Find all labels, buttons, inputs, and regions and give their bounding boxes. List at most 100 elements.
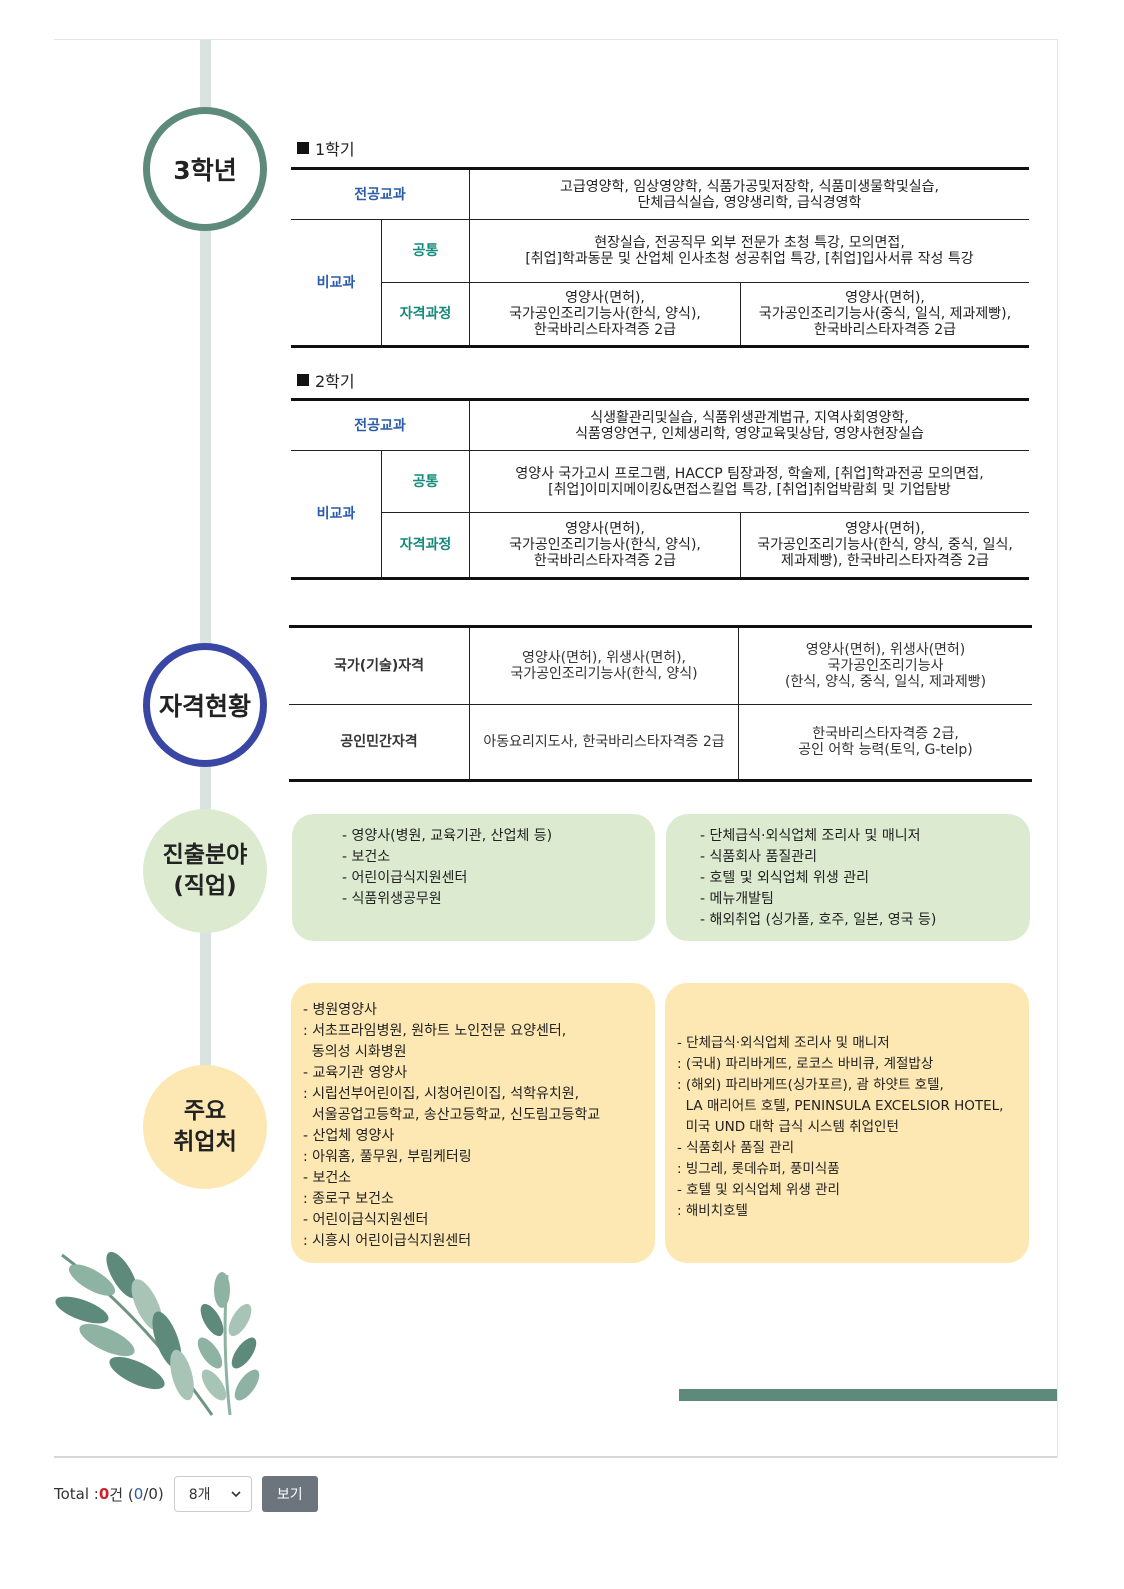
nonsubject-label: 비교과: [291, 450, 382, 580]
page-total: 0: [148, 1485, 158, 1503]
major-courses: 고급영양학, 임상영양학, 식품가공및저장학, 식품미생물학및실습,단체급식실습…: [469, 167, 1029, 220]
major-label: 전공교과: [291, 398, 470, 451]
timeline-line: [200, 40, 211, 1080]
table-row: 공인민간자격 아동요리지도사, 한국바리스타자격증 2급 한국바리스타자격증 2…: [289, 704, 1032, 782]
list-item: 동의성 시화병원: [303, 1044, 407, 1060]
qual-line: 국가공인조리기능사(한식, 양식): [510, 666, 698, 682]
cert-line: 국가공인조리기능사(한식, 양식, 중식, 일식,: [757, 537, 1013, 553]
major-label: 전공교과: [291, 167, 470, 220]
list-item: : (해외) 파리바게뜨(싱가포르), 괌 하얏트 호텔,: [677, 1077, 944, 1093]
common-label: 공통: [381, 219, 470, 283]
page-close: ): [157, 1485, 164, 1503]
major-courses-line: 식생활관리및실습, 식품위생관계법규, 지역사회영양학,: [590, 409, 909, 426]
cert-line: 한국바리스타자격증 2급: [813, 322, 957, 338]
semester2-label: 2학기: [315, 372, 355, 391]
list-item: - 호텔 및 외식업체 위생 관리: [700, 870, 869, 886]
table-row: 국가(기술)자격 영양사(면허), 위생사(면허),국가공인조리기능사(한식, …: [289, 625, 1032, 705]
career-box-left: - 영양사(병원, 교육기관, 산업체 등) - 보건소 - 어린이급식지원센터…: [292, 814, 655, 941]
cert-line: 영양사(면허),: [845, 290, 925, 306]
major-courses-line: 식품영양연구, 인체생리학, 영양교육및상담, 영양사현장실습: [575, 425, 924, 442]
table-row: 비교과 공통 현장실습, 전공직무 외부 전문가 초청 특강, 모의면접,[취업…: [291, 219, 1029, 348]
list-item: - 해외취업 (싱가폴, 호주, 일본, 영국 등): [700, 912, 937, 928]
national-label: 국가(기술)자격: [289, 625, 470, 705]
career-box-right: - 단체급식·외식업체 조리사 및 매니저 - 식품회사 품질관리 - 호텔 및…: [666, 814, 1030, 941]
cert-left: 영양사(면허),국가공인조리기능사(한식, 양식),한국바리스타자격증 2급: [469, 282, 741, 348]
cert-line: 제과제빵), 한국바리스타자격증 2급: [780, 553, 990, 569]
table-row: 자격과정 영양사(면허),국가공인조리기능사(한식, 양식),한국바리스타자격증…: [291, 282, 1029, 348]
common-line: 영양사 국가고시 프로그램, HACCP 팀장과정, 학술제, [취업]학과전공…: [515, 465, 984, 482]
cert-line: 국가공인조리기능사(중식, 일식, 제과제빵),: [758, 306, 1012, 322]
list-item: : 해비치호텔: [677, 1203, 748, 1219]
employer-box-left: - 병원영양사 : 서초프라임병원, 원하트 노인전문 요양센터, 동의성 시화…: [291, 983, 655, 1263]
qual-line: 영양사(면허), 위생사(면허): [805, 642, 966, 658]
cert-line: 한국바리스타자격증 2급: [533, 553, 677, 569]
private-label: 공인민간자격: [289, 704, 470, 782]
list-item: - 어린이급식지원센터: [303, 1212, 429, 1228]
semester2-table: 전공교과 식생활관리및실습, 식품위생관계법규, 지역사회영양학,식품영양연구,…: [291, 398, 1029, 580]
list-item: : (국내) 파리바게뜨, 로코스 바비큐, 계절밥상: [677, 1056, 934, 1072]
year3-label: 3학년: [173, 156, 237, 185]
page-current: 0: [133, 1485, 144, 1503]
list-item: LA 매리어트 호텔, PENINSULA EXCELSIOR HOTEL,: [677, 1098, 1004, 1114]
cert-line: 영양사(면허),: [565, 290, 645, 306]
list-item: - 메뉴개발팀: [700, 891, 774, 907]
common-line: 현장실습, 전공직무 외부 전문가 초청 특강, 모의면접,: [594, 235, 905, 251]
semester1-table: 전공교과 고급영양학, 임상영양학, 식품가공및저장학, 식품미생물학및실습,단…: [291, 167, 1029, 348]
nonsubject-label: 비교과: [291, 219, 382, 348]
list-item: - 영양사(병원, 교육기관, 산업체 등): [342, 828, 553, 844]
cert-label: 자격과정: [381, 512, 470, 580]
page-sep: /: [143, 1485, 149, 1503]
qualification-circle: 자격현황: [143, 643, 267, 767]
list-item: - 식품위생공무원: [342, 891, 442, 907]
list-item: : 아워홈, 풀무원, 부림케터링: [303, 1149, 472, 1165]
table-row: 비교과 공통 영양사 국가고시 프로그램, HACCP 팀장과정, 학술제, […: [291, 450, 1029, 580]
semester2-heading: 2학기: [297, 368, 355, 392]
total-count: 0: [98, 1485, 110, 1503]
list-item: : 빙그레, 롯데슈퍼, 풍미식품: [677, 1161, 840, 1177]
common-courses: 영양사 국가고시 프로그램, HACCP 팀장과정, 학술제, [취업]학과전공…: [469, 450, 1029, 513]
common-line: [취업]이미지메이킹&면접스킬업 특강, [취업]취업박람회 및 기업탐방: [548, 481, 951, 498]
list-item: : 시립선부어린이집, 시청어린이집, 석학유치원,: [303, 1086, 580, 1102]
cert-line: 국가공인조리기능사(한식, 양식),: [509, 306, 701, 322]
qual-line: (한식, 양식, 중식, 일식, 제과제빵): [784, 674, 987, 690]
cert-label: 자격과정: [381, 282, 470, 348]
employer-box-right: - 단체급식·외식업체 조리사 및 매니저 : (국내) 파리바게뜨, 로코스 …: [665, 983, 1029, 1263]
green-accent-bar: [679, 1389, 1057, 1401]
common-line: [취업]학과동문 및 산업체 인사초청 성공취업 특강, [취업]입사서류 작성…: [525, 251, 974, 267]
total-unit: 건 (: [109, 1485, 134, 1504]
qual-line: 공인 어학 능력(토익, G-telp): [798, 742, 973, 758]
table-row: 전공교과 식생활관리및실습, 식품위생관계법규, 지역사회영양학,식품영양연구,…: [291, 398, 1029, 451]
list-item: - 산업체 영양사: [303, 1128, 395, 1144]
qualification-table: 국가(기술)자격 영양사(면허), 위생사(면허),국가공인조리기능사(한식, …: [289, 625, 1032, 782]
major-courses: 식생활관리및실습, 식품위생관계법규, 지역사회영양학,식품영양연구, 인체생리…: [469, 398, 1029, 451]
career-label-2: (직업): [173, 873, 237, 899]
qual-line: 영양사(면허), 위생사(면허),: [522, 650, 686, 666]
square-bullet-icon: [297, 374, 309, 386]
private-right: 한국바리스타자격증 2급,공인 어학 능력(토익, G-telp): [738, 704, 1032, 782]
semester1-label: 1학기: [315, 140, 355, 159]
per-page-select[interactable]: 8개: [173, 1476, 252, 1512]
table-row: 자격과정 영양사(면허),국가공인조리기능사(한식, 양식),한국바리스타자격증…: [291, 512, 1029, 580]
cert-right: 영양사(면허),국가공인조리기능사(중식, 일식, 제과제빵),한국바리스타자격…: [740, 282, 1029, 348]
national-left: 영양사(면허), 위생사(면허),국가공인조리기능사(한식, 양식): [469, 625, 739, 705]
leaf-decoration-icon: [55, 1251, 260, 1416]
list-item: - 단체급식·외식업체 조리사 및 매니저: [677, 1035, 890, 1051]
list-item: : 종로구 보건소: [303, 1191, 394, 1207]
cert-left: 영양사(면허),국가공인조리기능사(한식, 양식),한국바리스타자격증 2급: [469, 512, 741, 580]
divider: [54, 1456, 1057, 1458]
view-button[interactable]: 보기: [261, 1476, 318, 1512]
career-label-1: 진출분야: [162, 842, 248, 868]
employer-label-2: 취업처: [173, 1129, 237, 1155]
list-item: : 서초프라임병원, 원하트 노인전문 요양센터,: [303, 1023, 567, 1039]
cert-line: 한국바리스타자격증 2급: [533, 322, 677, 338]
cert-line: 국가공인조리기능사(한식, 양식),: [509, 537, 701, 553]
list-item: - 병원영양사: [303, 1002, 377, 1018]
list-item: - 식품회사 품질 관리: [677, 1140, 795, 1156]
per-page-value: 8개: [188, 1487, 211, 1503]
private-left: 아동요리지도사, 한국바리스타자격증 2급: [469, 704, 739, 782]
list-item: 미국 UND 대학 급식 시스템 취업인턴: [677, 1119, 899, 1135]
list-item: - 호텔 및 외식업체 위생 관리: [677, 1182, 840, 1198]
common-label: 공통: [381, 450, 470, 513]
national-right: 영양사(면허), 위생사(면허)국가공인조리기능사(한식, 양식, 중식, 일식…: [738, 625, 1032, 705]
